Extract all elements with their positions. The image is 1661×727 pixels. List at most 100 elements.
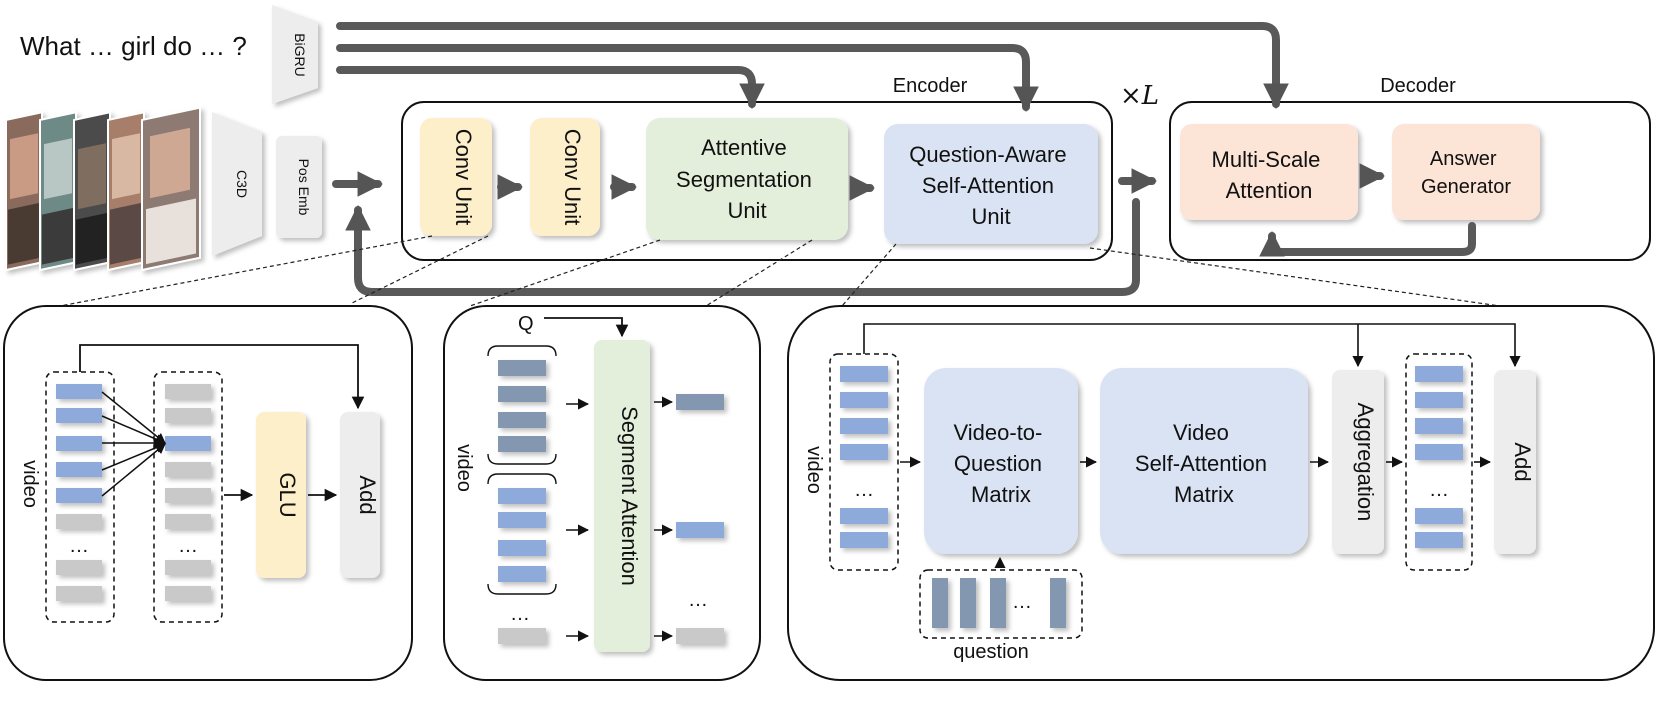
bar <box>498 360 546 376</box>
conv-panel-arrows <box>79 344 365 502</box>
conv-kernel-lines <box>101 391 166 497</box>
seg-brackets <box>487 345 557 595</box>
attentive-segmentation-label: Attentive Segmentation Unit <box>676 135 818 223</box>
flow-arrows <box>332 22 1476 296</box>
bar <box>676 628 724 644</box>
conv-ellipsis-1: … <box>69 535 89 557</box>
video-to-question-label: Video-to- Question Matrix <box>954 420 1049 507</box>
video-frames-image <box>5 106 201 272</box>
bar <box>1415 532 1463 548</box>
answer-feedback-arrow <box>1259 222 1476 257</box>
segment-attention-label: Segment Attention <box>617 406 642 586</box>
bar <box>165 514 211 529</box>
conv-add-block <box>340 412 380 578</box>
seg-q-arrow <box>544 317 629 338</box>
qa-output-bars <box>1415 366 1463 548</box>
bar <box>56 384 102 399</box>
bar <box>498 488 546 504</box>
bar <box>498 386 546 402</box>
bigru-to-decoder-arrow <box>336 22 1289 110</box>
qa-add-block <box>1494 370 1536 554</box>
multi-scale-attention-label: Multi-Scale Attention <box>1212 147 1327 203</box>
conv-output-group <box>153 371 223 623</box>
bar <box>165 436 211 451</box>
bar <box>840 418 888 434</box>
bar <box>676 394 724 410</box>
bar <box>56 586 102 601</box>
seg-q-label: Q <box>518 313 534 335</box>
bar <box>498 566 546 582</box>
bar <box>840 532 888 548</box>
bigru-to-seg-arrow <box>336 66 765 110</box>
question-aware-label: Question-Aware Self-Attention Unit <box>909 142 1072 229</box>
bar <box>165 384 211 399</box>
video-self-attention-label: Video Self-Attention Matrix <box>1135 420 1273 507</box>
bar <box>165 462 211 477</box>
bar <box>56 436 102 451</box>
qa-output-group <box>1405 353 1473 571</box>
bar <box>1415 392 1463 408</box>
answer-generator-label: Answer Generator <box>1421 148 1511 198</box>
answer-generator-block <box>1392 124 1540 220</box>
conv-input-bars <box>56 384 102 601</box>
bar <box>1050 578 1066 628</box>
bar <box>56 408 102 423</box>
bar <box>676 522 724 538</box>
seg-video-label: video <box>453 444 475 492</box>
pos-emb-block <box>276 136 322 238</box>
bigru-block <box>272 5 318 104</box>
bar <box>56 488 102 503</box>
bar <box>840 444 888 460</box>
qa-add-label: Add <box>1510 442 1535 481</box>
question-bars <box>932 578 1066 628</box>
bar <box>990 578 1006 628</box>
conv-unit-2-label: Conv Unit <box>560 129 585 226</box>
bar <box>498 436 546 452</box>
encoder-repeat-label: ×L <box>1120 81 1159 111</box>
video-self-attention-matrix <box>1100 368 1308 554</box>
bar <box>498 512 546 528</box>
bar <box>1415 418 1463 434</box>
seg-ellipsis-1: … <box>510 603 530 625</box>
decoder-frame <box>1169 101 1651 261</box>
bigru-to-qa-arrow <box>336 44 1039 113</box>
bar <box>840 366 888 382</box>
bar <box>1415 444 1463 460</box>
conv-unit-1-label: Conv Unit <box>451 129 476 226</box>
encoder-loop-arrow <box>345 198 1140 296</box>
bar <box>165 408 211 423</box>
conv-unit-2 <box>530 118 600 236</box>
video-to-question-matrix <box>924 368 1078 554</box>
bigru-label: BiGRU <box>292 33 308 77</box>
bar <box>56 514 102 529</box>
qa-input-bars <box>840 366 888 548</box>
question-group <box>919 569 1083 639</box>
bar <box>56 462 102 477</box>
bar <box>56 560 102 575</box>
question-aware-self-attention-unit <box>884 124 1098 244</box>
qa-video-label: video <box>803 446 825 494</box>
bar <box>840 392 888 408</box>
c3d-label: C3D <box>234 170 250 198</box>
c3d-block <box>212 112 262 256</box>
conv-ellipsis-2: … <box>178 535 198 557</box>
conv-input-group <box>45 371 115 623</box>
qa-question-ellipsis: … <box>1012 591 1032 613</box>
pos-emb-label: Pos Emb <box>296 159 312 216</box>
decoder-title: Decoder <box>1380 75 1456 97</box>
qa-panel-arrows <box>863 323 1521 569</box>
qa-input-group <box>829 353 899 571</box>
bar <box>165 560 211 575</box>
zoom-guides <box>59 235 1501 307</box>
bar <box>498 628 546 644</box>
conv-video-label: video <box>19 460 41 508</box>
bar <box>165 586 211 601</box>
bar <box>840 508 888 524</box>
aggregation-block <box>1332 370 1384 554</box>
seg-ellipsis-2: … <box>688 589 708 611</box>
multi-scale-attention-block <box>1180 124 1358 220</box>
attentive-segmentation-unit <box>646 118 848 240</box>
seg-panel-arrows <box>566 396 674 642</box>
conv-unit-1 <box>420 118 492 236</box>
